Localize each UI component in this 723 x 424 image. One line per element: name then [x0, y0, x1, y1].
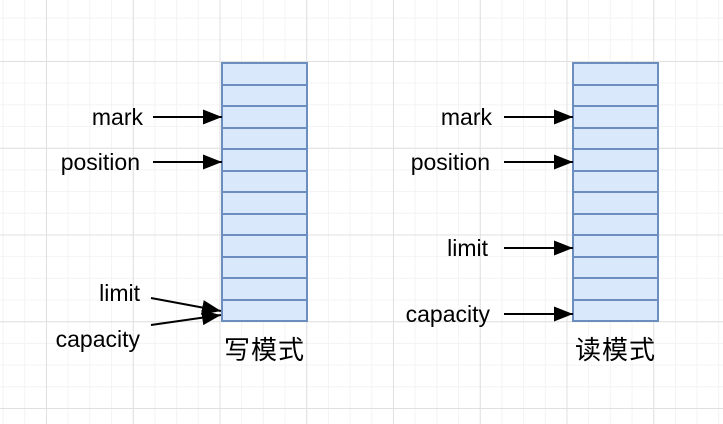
write-mark-label: mark: [91, 104, 143, 130]
buffer-cell: [223, 255, 306, 277]
buffer-cell: [574, 255, 657, 277]
buffer-cell: [223, 191, 306, 213]
buffer-cell: [574, 191, 657, 213]
buffer-cell: [223, 234, 306, 256]
buffer-cell: [574, 83, 657, 105]
buffer-cell: [223, 298, 306, 320]
read-mark-label: mark: [440, 104, 492, 130]
read-limit-label: limit: [447, 235, 488, 261]
read-buffer-column: [572, 62, 659, 322]
buffer-cell: [574, 277, 657, 299]
buffer-cell: [574, 105, 657, 127]
buffer-cell: [223, 64, 306, 84]
write-mode-title: 写模式: [223, 335, 305, 365]
buffer-cell: [574, 148, 657, 170]
buffer-cell: [223, 212, 306, 234]
buffer-cell: [223, 148, 306, 170]
buffer-cell: [574, 298, 657, 320]
buffer-cell: [223, 83, 306, 105]
buffer-cell: [574, 169, 657, 191]
buffer-cell: [574, 64, 657, 84]
buffer-cell: [223, 126, 306, 148]
write-limit-label: limit: [99, 280, 140, 306]
buffer-cell: [223, 105, 306, 127]
capacity-arrow: [150, 310, 222, 326]
limit-arrow: [150, 297, 222, 315]
buffer-cell: [574, 126, 657, 148]
read-position-label: position: [410, 149, 490, 175]
buffer-cell: [574, 234, 657, 256]
buffer-cell: [574, 212, 657, 234]
write-buffer-column: [221, 62, 308, 322]
write-position-label: position: [60, 149, 140, 175]
read-mode-arrows: [504, 109, 573, 322]
read-capacity-label: capacity: [405, 301, 490, 327]
buffer-cell: [223, 277, 306, 299]
write-capacity-label: capacity: [55, 326, 140, 352]
write-mode-arrows: [150, 109, 222, 326]
read-mode-title: 读模式: [574, 335, 656, 365]
buffer-cell: [223, 169, 306, 191]
